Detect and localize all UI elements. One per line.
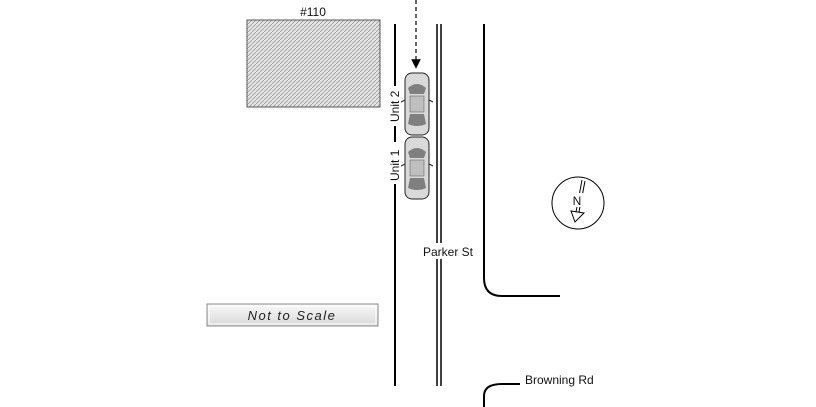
parker-st-label: Parker St [423, 245, 474, 259]
parker-st-road [394, 24, 560, 407]
compass-north-label: N [573, 194, 582, 208]
vehicle-unit-2 [400, 72, 434, 136]
not-to-scale-label: Not to Scale [248, 308, 337, 323]
building-label: #110 [300, 5, 326, 19]
unit-1-label: Unit 1 [388, 149, 402, 181]
browning-rd-label: Browning Rd [525, 373, 594, 387]
north-arrow-icon: N [551, 176, 605, 230]
building-110: #110 [246, 5, 381, 108]
unit-2-label: Unit 2 [388, 90, 402, 122]
not-to-scale-badge: Not to Scale [206, 303, 379, 327]
vehicle-unit-1 [400, 136, 434, 200]
